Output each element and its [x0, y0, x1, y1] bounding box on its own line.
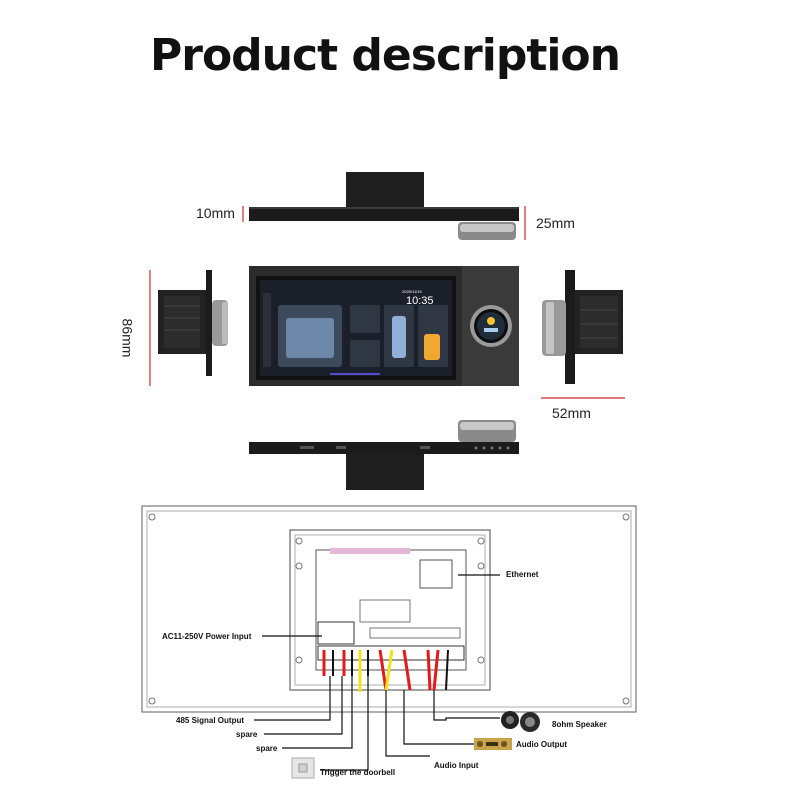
ethernet-label: Ethernet	[506, 570, 539, 579]
knob-depth-label: 25mm	[536, 215, 575, 231]
bottom-view	[249, 420, 519, 490]
speaker-icon	[501, 711, 540, 732]
speaker-label: 8ohm Speaker	[552, 720, 607, 729]
front-view: 2025/11/19 10:35	[249, 266, 519, 386]
signal-485-label: 485 Signal Output	[176, 716, 244, 725]
spare-label-2: spare	[256, 744, 278, 753]
doorbell-label: Trigger the doorbell	[320, 768, 395, 777]
amplifier-icon	[474, 738, 512, 750]
audio-output-label: Audio Output	[516, 740, 567, 749]
box-depth-label: 52mm	[552, 405, 591, 421]
doorbell-switch-icon	[291, 757, 315, 779]
power-input-label: AC11-250V Power Input	[162, 632, 252, 641]
audio-input-label: Audio Input	[434, 761, 479, 770]
page-title: Product description	[150, 30, 621, 81]
top-view	[242, 172, 526, 240]
wiring-diagram: Ethernet AC11-250V Power Input 485 Signa…	[141, 505, 637, 779]
screen-date: 2025/11/19	[402, 289, 422, 294]
screen-time: 10:35	[406, 295, 434, 307]
spare-label-1: spare	[236, 730, 258, 739]
left-side-view	[149, 270, 228, 386]
thickness-label: 10mm	[196, 205, 235, 221]
right-side-view	[541, 270, 625, 399]
